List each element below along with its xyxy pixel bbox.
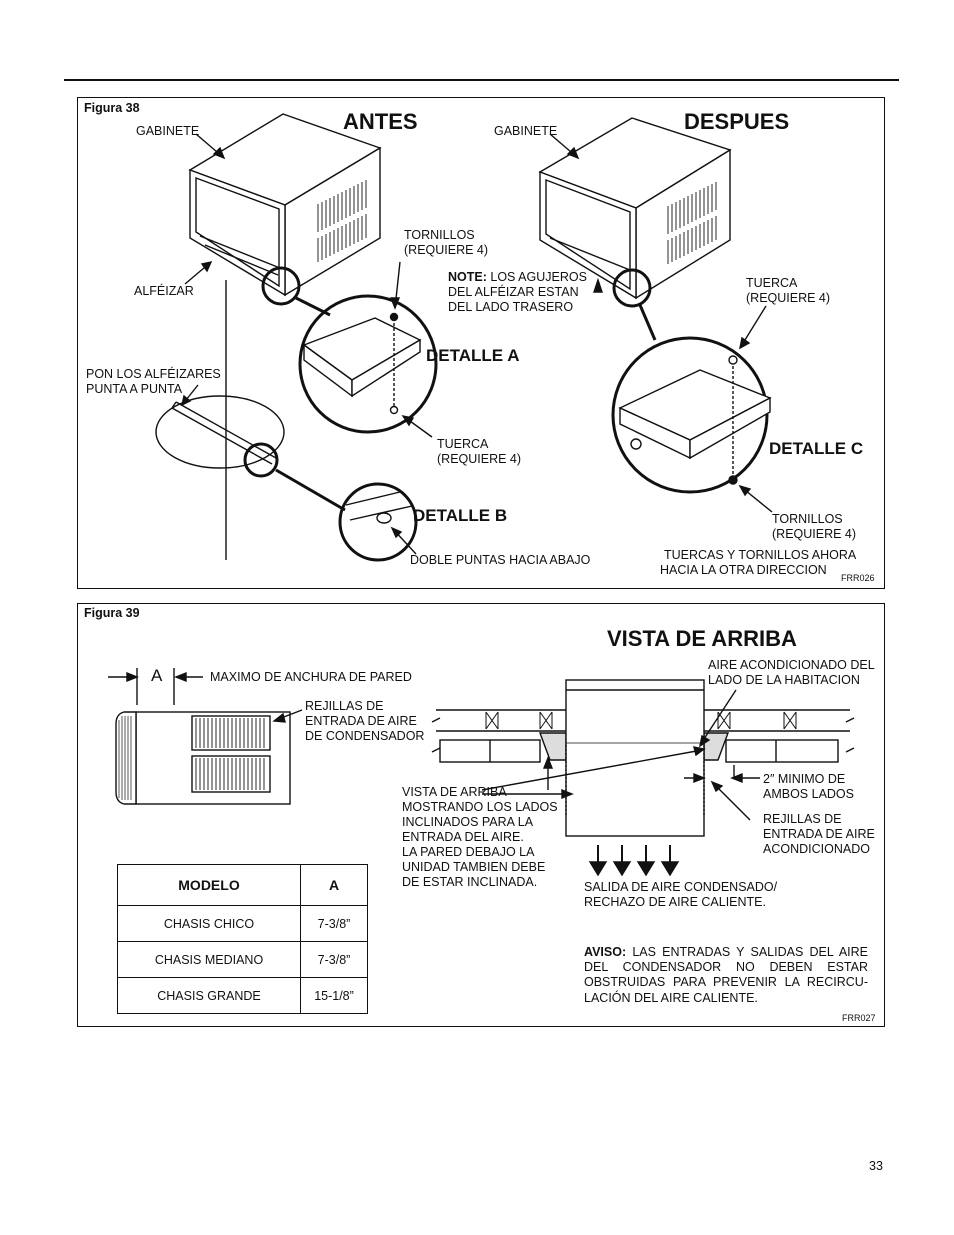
table-cell: CHASIS MEDIANO: [117, 941, 301, 978]
detalle-c-label: DETALLE C: [769, 439, 864, 458]
frr026-code: FRR026: [841, 573, 875, 583]
aviso-note: AVISO: LAS ENTRADAS Y SALIDAS DEL AIRE D…: [584, 945, 868, 1005]
table-header-a: A: [300, 864, 368, 906]
frr027-code: FRR027: [842, 1013, 876, 1023]
tuerca-c-label: TUERCA(REQUIERE 4): [746, 276, 831, 305]
table-row: CHASIS GRANDE 15-1/8”: [117, 977, 368, 1014]
detalle-b-label: DETALLE B: [413, 506, 508, 525]
figure-39-label: Figura 39: [84, 606, 140, 620]
vista-arriba-heading: VISTA DE ARRIBA: [607, 626, 797, 651]
table-cell: CHASIS CHICO: [117, 905, 301, 942]
table-row: CHASIS MEDIANO 7-3/8”: [117, 941, 368, 978]
tuerca-a-label: TUERCA(REQUIERE 4): [437, 437, 522, 466]
salida-label: SALIDA DE AIRE CONDENSADO/RECHAZO DE AIR…: [584, 880, 778, 909]
doble-label: DOBLE PUNTAS HACIA ABAJO: [410, 553, 591, 567]
figure-39-frame: [77, 603, 885, 1027]
alfeizar-label: ALFÉIZAR: [134, 284, 194, 298]
table-cell: 7-3/8”: [300, 905, 368, 942]
table-header-row: MODELO A: [117, 864, 368, 906]
detalle-a-label: DETALLE A: [426, 346, 520, 365]
despues-heading: DESPUES: [684, 109, 790, 134]
antes-heading: ANTES: [343, 109, 418, 134]
model-table: MODELO A CHASIS CHICO 7-3/8” CHASIS MEDI…: [117, 864, 368, 1014]
gabinete-right-label: GABINETE: [494, 124, 558, 138]
figure-38-label: Figura 38: [84, 101, 140, 115]
a-marker: A: [151, 666, 163, 685]
gabinete-left-label: GABINETE: [136, 124, 200, 138]
table-cell: CHASIS GRANDE: [117, 977, 301, 1014]
table-cell: 7-3/8”: [300, 941, 368, 978]
table-header-modelo: MODELO: [117, 864, 301, 906]
top-rule: [64, 79, 899, 81]
table-cell: 15-1/8”: [300, 977, 368, 1014]
figure-38-frame: [77, 97, 885, 589]
page-number: 33: [869, 1159, 883, 1173]
table-row: CHASIS CHICO 7-3/8”: [117, 905, 368, 942]
tornillos-c-label: TORNILLOS(REQUIERE 4): [772, 512, 857, 541]
tornillos-a-label: TORNILLOS(REQUIERE 4): [404, 228, 489, 257]
maximo-label: MAXIMO DE ANCHURA DE PARED: [210, 670, 412, 684]
